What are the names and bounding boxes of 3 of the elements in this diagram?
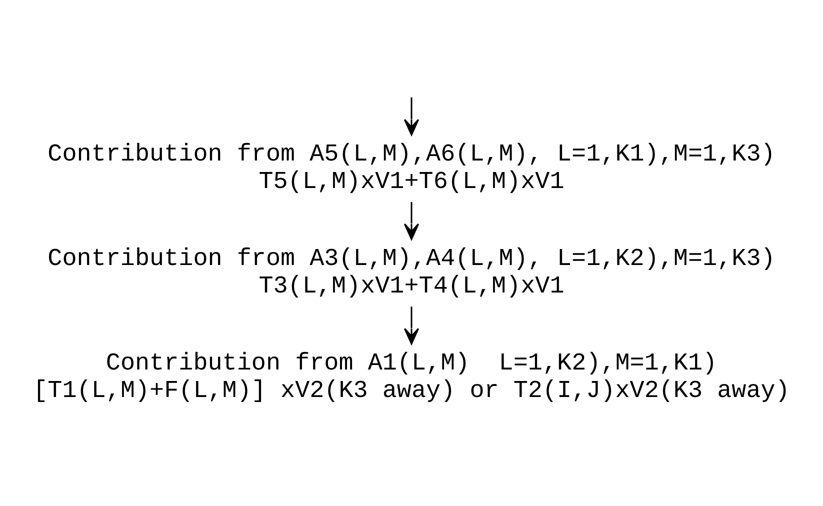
node-text: Contribution from A5(L,M),A6(L,M), L=1,K1),M=1,K3) T5(L,M)xV1+T6(L,M)xV1 [48,141,776,196]
node-text: Contribution from A3(L,M),A4(L,M), L=1,K2),M=1,K3) T3(L,M)xV1+T4(L,M)xV1 [48,246,776,300]
node-text: Contribution from A1(L,M) L=1,K2),M=1,K1) [T1(L,M)+F(L,M)] xV2(K3 away) or T2(I,J)xV2(K3 away) [33,350,790,404]
